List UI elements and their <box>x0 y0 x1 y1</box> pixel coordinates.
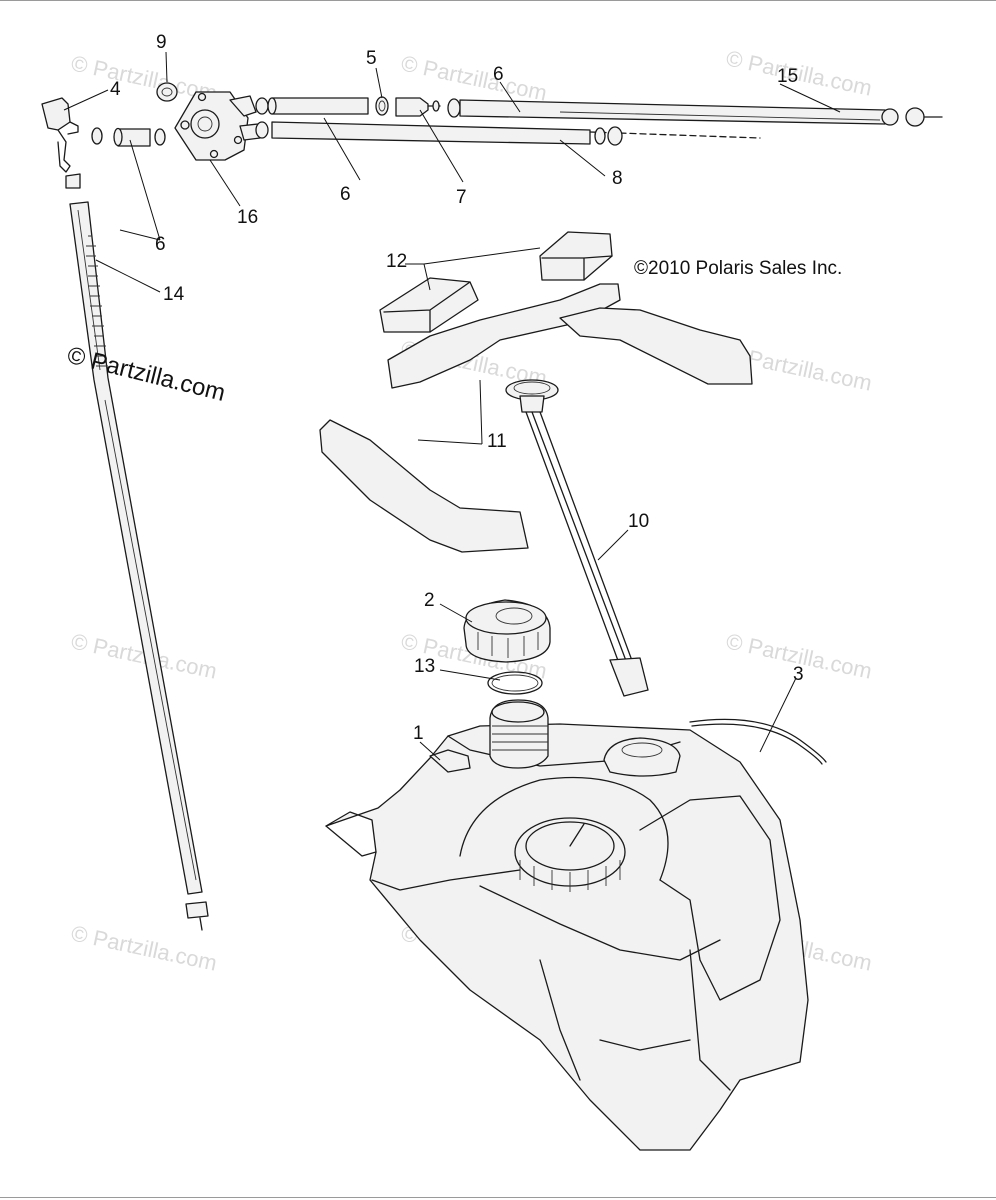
callout-10: 10 <box>628 511 649 532</box>
inline-filter-part-7 <box>395 97 441 117</box>
callout-6-middle: 6 <box>340 184 351 205</box>
callout-1: 1 <box>413 723 424 744</box>
fuel-sender-part-10 <box>505 379 649 697</box>
copyright-notice: ©2010 Polaris Sales Inc. <box>634 258 842 279</box>
vent-hose-part-8 <box>589 126 761 146</box>
callout-3: 3 <box>793 664 804 685</box>
foam-pad-part-12 <box>379 231 613 333</box>
watermark: © Partzilla.com <box>69 920 219 975</box>
watermark-main: © Partzilla.com <box>65 342 228 407</box>
callout-12: 12 <box>386 251 407 272</box>
leader-lines <box>63 51 841 761</box>
callout-6-top: 6 <box>493 64 504 85</box>
callout-9: 9 <box>156 32 167 53</box>
nut-part-9 <box>156 82 178 102</box>
middle-hose-part-6 <box>255 97 591 145</box>
callout-5: 5 <box>366 48 377 69</box>
elbow-fitting-part-4 <box>41 97 79 173</box>
callouts: 4 9 5 6 15 6 7 8 16 6 14 12 ©2010 Polari… <box>110 32 842 744</box>
callout-8: 8 <box>612 168 623 189</box>
watermark: © Partzilla.com <box>399 50 549 105</box>
clamp-part-5 <box>375 96 389 116</box>
callout-4: 4 <box>110 79 121 100</box>
callout-14: 14 <box>163 284 185 305</box>
foam-pad-part-11 <box>319 283 753 553</box>
callout-7: 7 <box>456 187 467 208</box>
o-ring-part-13 <box>487 671 543 695</box>
bottom-border <box>0 1197 996 1198</box>
callout-11: 11 <box>487 431 507 452</box>
callout-15: 15 <box>777 66 798 87</box>
vent-hose-part-3 <box>689 718 827 765</box>
callout-16: 16 <box>237 207 258 228</box>
callout-13: 13 <box>414 656 435 677</box>
fuel-line-assembly <box>41 82 943 173</box>
long-hose-part-6 <box>447 98 943 127</box>
gas-cap-part-2 <box>463 599 551 663</box>
short-hose-part-6 <box>91 127 166 147</box>
fuel-tank-part-1 <box>325 699 809 1151</box>
top-border <box>0 0 996 1</box>
long-hose-part-14 <box>65 173 209 931</box>
callout-6-left: 6 <box>155 234 166 255</box>
fuel-valve-part-16 <box>174 91 261 161</box>
callout-2: 2 <box>424 590 435 611</box>
